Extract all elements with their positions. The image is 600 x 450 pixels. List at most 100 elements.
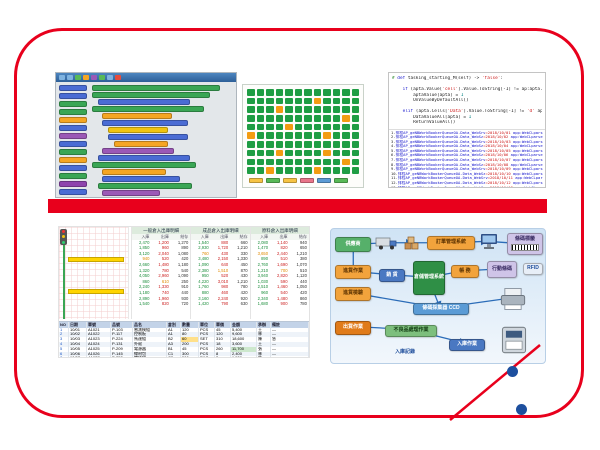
block-editor-toolbar [56, 73, 236, 82]
grid-cell [342, 158, 350, 166]
stock-value: 3,160 [198, 295, 209, 301]
grid-cell [342, 149, 350, 157]
column-header: NO [59, 322, 69, 328]
stock-col-header: 入庫 [141, 234, 150, 239]
stock-value: 640 [221, 261, 229, 267]
grid-cell [266, 97, 274, 105]
stock-value: 780 [240, 284, 248, 290]
code-token: OnValueByDefaultAll() [392, 98, 469, 103]
log-token: 排程AP_geNBWorkBookerQueueOA.Data_WebSrv [395, 148, 486, 153]
grid-cell [351, 149, 359, 157]
stock-value: 3,650 [257, 250, 269, 256]
traffic-light-icon [60, 229, 67, 245]
grid-cell [332, 149, 340, 157]
table-cell: 線材包 [133, 351, 167, 357]
stock-value: 1,210 [257, 267, 269, 273]
grid-cell [323, 132, 331, 139]
table-cell: 電源器 [133, 346, 167, 352]
table-cell: 王 [257, 341, 271, 347]
table-cell: 5 [59, 346, 69, 352]
log-token: 排程AP_geNBWorkBookerQueueOA.Data_WebSz [397, 181, 486, 186]
stock-value: 1,470 [257, 245, 269, 251]
grid-cell [275, 115, 283, 122]
stock-value: 1,210 [237, 245, 248, 251]
stock-value: 440 [181, 289, 189, 295]
table-cell: PKG [199, 356, 215, 357]
stock-value: 920 [240, 295, 248, 301]
log-token: 6. [391, 153, 396, 158]
table-cell: 1 [59, 327, 69, 333]
diagram-node: 進貨作業 [335, 265, 371, 279]
log-line: 12.排程AP_geNBWorkBookerQueueOA.Data_WebSz… [391, 181, 543, 186]
table-cell: 500 [181, 356, 199, 357]
palette-block [59, 141, 87, 147]
diagram-node: 不良品處理作業 [385, 325, 437, 337]
grid-cell [247, 141, 255, 148]
grid-cell [247, 106, 255, 113]
grid-cell [323, 167, 331, 174]
block-palette [59, 85, 87, 197]
table-cell: 60 [181, 337, 199, 342]
log-line: 9.排程AP_geNBWorkBookerQueueOA.Data_WebSrv… [391, 167, 543, 172]
log-token: 排程AP_geNBWorkBookerQueueOA.Data_WebSrv [395, 158, 486, 163]
stock-group-header: 入庫出庫結存 [132, 234, 191, 240]
stock-value: 1,070 [296, 261, 307, 267]
stock-value: 540 [280, 289, 288, 295]
code-line: elif (apta.Cells['Data'].Value.ToString[… [392, 109, 542, 115]
table-cell: P-117 [111, 332, 133, 338]
table-cell: P-103 [111, 327, 133, 333]
grid-cell [275, 97, 283, 105]
printer-icon [499, 287, 527, 311]
stock-value: 660 [240, 239, 248, 245]
log-line: 6.排程AP_geNBWorkBookerQueueOA.Data_WebSz=… [391, 153, 543, 158]
log-token: 3. [391, 139, 396, 144]
stock-value: 2,760 [257, 261, 269, 267]
table-cell: 300 [181, 351, 199, 357]
code-token: (apta.Cells[ [413, 109, 448, 114]
stock-value: 2,930 [198, 245, 209, 251]
table-cell: 7 [59, 356, 69, 357]
gantt-axis-line [63, 245, 65, 319]
grid-cell [304, 89, 312, 96]
code-token: : [500, 76, 504, 81]
log-token: 12. [391, 181, 398, 186]
grid-cell [332, 132, 340, 139]
table-cell: 1,500 [231, 356, 257, 357]
log-token: =2018/10/02 [483, 135, 509, 140]
table-cell: 林 [257, 332, 271, 338]
log-token: =2018/10/11 [487, 176, 513, 181]
stock-value: 780 [299, 301, 307, 307]
table-cell: A1026 [87, 351, 111, 357]
code-token: 1 [460, 92, 464, 98]
code-token: 'd' [526, 109, 535, 114]
log-token: 5. [391, 148, 396, 153]
stock-value: 2,440 [277, 250, 288, 256]
palette-block [59, 109, 87, 115]
grid-cell [285, 141, 293, 148]
code-token: ReturnValueAll() [392, 120, 456, 125]
table-cell: A1 [167, 327, 181, 333]
log-lines: 1.排程AP_geNBWorkBookerQueueOA.Data_WebSrv… [389, 128, 545, 187]
stock-value: 1,210 [296, 250, 307, 256]
stock-value: 250 [181, 278, 189, 284]
grid-cell [256, 106, 264, 113]
table-cell: A3 [167, 341, 181, 347]
grid-cell [294, 123, 302, 131]
grid-cell [313, 141, 321, 148]
stock-value: 2,240 [138, 284, 150, 290]
code-token: # [392, 76, 398, 81]
diagram-node: 倉儲管理系統 [413, 261, 445, 295]
diagram-node: RFID [523, 263, 543, 275]
code-token: def [397, 76, 406, 81]
